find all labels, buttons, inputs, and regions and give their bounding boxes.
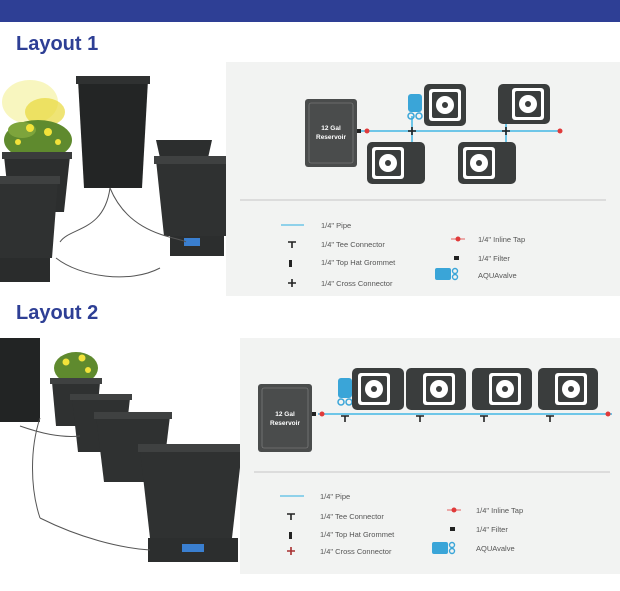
pot-icon <box>458 142 516 184</box>
layout-1-diagram-panel: 12 Gal Reservoir <box>226 62 620 296</box>
cross-connector-icon <box>502 127 510 135</box>
layout-1-photo <box>0 62 237 296</box>
filter-icon <box>450 527 455 531</box>
pot-icon <box>352 368 404 410</box>
legend-grommet-label: 1/4" Top Hat Grommet <box>320 530 395 539</box>
legend-pipe-label: 1/4" Pipe <box>321 221 351 230</box>
filter-icon <box>357 129 361 133</box>
legend-cross-label: 1/4" Cross Connector <box>321 279 393 288</box>
tee-connector-icon <box>288 241 296 248</box>
cross-connector-icon <box>287 547 295 555</box>
inline-tap-icon <box>605 411 611 417</box>
aquavalve-icon <box>337 378 353 406</box>
legend-inline-tap-label: 1/4" Inline Tap <box>476 506 523 515</box>
layout-2-diagram-panel: 12 Gal Reservoir <box>240 338 620 574</box>
legend-tee-label: 1/4" Tee Connector <box>321 240 385 249</box>
cross-connector-icon <box>408 127 416 135</box>
pot-icon <box>538 368 598 410</box>
aquavalve-icon <box>432 541 456 555</box>
tee-connector-icon <box>287 513 295 520</box>
legend-aquavalve-label: AQUAvalve <box>478 271 517 280</box>
filter-icon <box>312 412 316 416</box>
aquavalve-icon <box>435 267 459 281</box>
svg-text:12 Gal: 12 Gal <box>321 125 341 132</box>
filter-icon <box>454 256 459 260</box>
inline-tap-icon <box>319 411 325 417</box>
layout-2-photo <box>0 338 250 574</box>
inline-tap-icon <box>364 128 370 134</box>
inline-tap-icon <box>557 128 563 134</box>
legend-filter-label: 1/4" Filter <box>478 254 510 263</box>
legend-grommet-label: 1/4" Top Hat Grommet <box>321 258 396 267</box>
reservoir: 12 Gal Reservoir <box>305 99 357 167</box>
layout-2-title: Layout 2 <box>16 302 99 324</box>
legend-inline-tap-label: 1/4" Inline Tap <box>478 235 525 244</box>
pot-icon <box>424 84 466 126</box>
legend-cross-label: 1/4" Cross Connector <box>320 547 392 556</box>
legend-tee-label: 1/4" Tee Connector <box>320 512 384 521</box>
tee-connector-icon <box>480 415 488 422</box>
reservoir: 12 Gal Reservoir <box>258 384 312 452</box>
pot-icon <box>406 368 466 410</box>
legend-pipe-label: 1/4" Pipe <box>320 492 350 501</box>
pot-icon <box>498 84 550 124</box>
tee-connector-icon <box>546 415 554 422</box>
tee-connector-icon <box>341 415 349 422</box>
cross-connector-icon <box>288 279 296 287</box>
header-bar <box>0 0 620 22</box>
tee-connector-icon <box>416 415 424 422</box>
svg-text:12 Gal: 12 Gal <box>275 411 295 418</box>
top-hat-grommet-icon <box>289 532 292 539</box>
layout-1-title: Layout 1 <box>16 33 99 55</box>
pot-icon <box>472 368 532 410</box>
legend-filter-label: 1/4" Filter <box>476 525 508 534</box>
aquavalve-icon <box>407 94 423 120</box>
svg-text:Reservoir: Reservoir <box>316 134 346 141</box>
pot-icon <box>367 142 425 184</box>
svg-text:Reservoir: Reservoir <box>270 420 300 427</box>
legend-aquavalve-label: AQUAvalve <box>476 544 515 553</box>
top-hat-grommet-icon <box>289 260 292 267</box>
